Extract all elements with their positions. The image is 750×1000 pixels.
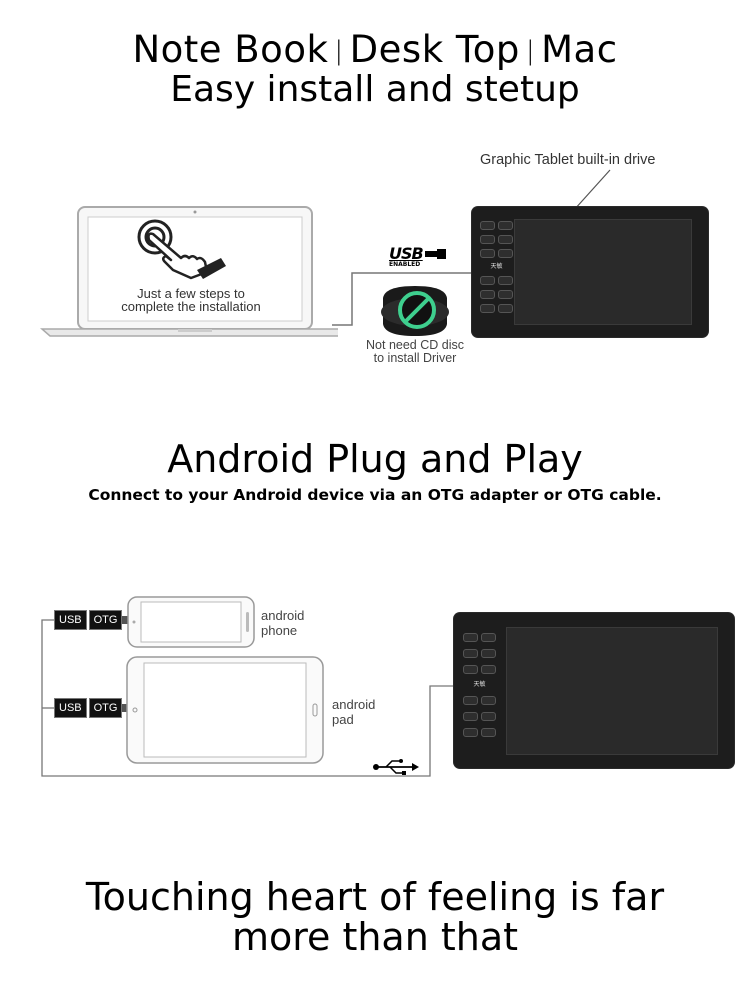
express-key: [463, 665, 478, 674]
graphic-tablet-1: 天敏: [472, 207, 708, 337]
express-key: [480, 304, 495, 313]
express-key: [498, 221, 513, 230]
express-key: [463, 712, 478, 721]
express-key: [463, 696, 478, 705]
header-title-line2: Easy install and stetup: [170, 69, 580, 110]
cd-note-line1: Not need CD disc: [366, 338, 464, 352]
header-desktop: Desk Top: [349, 28, 520, 71]
otg-plug: [122, 616, 129, 624]
callout-line: [573, 169, 611, 211]
usb-cable: [332, 272, 476, 326]
usb-plug-icon: [424, 248, 446, 259]
usb-tag: USB: [54, 610, 87, 630]
express-key: [463, 728, 478, 737]
android-subtitle: Connect to your Android device via an OT…: [88, 486, 662, 504]
graphic-tablet-2: 天敏: [454, 613, 734, 768]
header-notebook: Note Book: [132, 28, 329, 71]
otg-tag: OTG: [88, 698, 123, 718]
usb-enabled-logo: USB ENABLED: [389, 244, 447, 268]
express-key: [481, 728, 496, 737]
express-key: [481, 633, 496, 642]
express-key: [498, 249, 513, 258]
laptop-text-line2: complete the installation: [121, 299, 261, 314]
express-key: [480, 249, 495, 258]
android-pad-illustration: [126, 656, 324, 764]
android-title: Android Plug and Play: [167, 437, 583, 481]
usb-logo-text: USB: [389, 244, 424, 263]
usb-enabled-text: ENABLED: [389, 261, 421, 268]
footer-line1: Touching heart of feeling is far: [85, 875, 665, 919]
touch-hand-icon: [137, 219, 226, 280]
pad-label-line1: android: [332, 697, 376, 712]
tablet-2-brand: 天敏: [473, 681, 486, 688]
express-key: [481, 696, 496, 705]
express-key: [481, 712, 496, 721]
express-key: [480, 221, 495, 230]
express-key: [498, 276, 513, 285]
tablet-1-brand: 天敏: [490, 263, 503, 270]
otg-tag: OTG: [88, 610, 123, 630]
tablet-2-express-keys: 天敏: [463, 633, 496, 737]
tablet-2-active-area: [506, 627, 718, 755]
tablet-callout-label: Graphic Tablet built-in drive: [480, 152, 656, 168]
cd-note-line2: to install Driver: [373, 351, 457, 365]
express-key: [481, 665, 496, 674]
header-separator-1: |: [334, 36, 344, 66]
express-key: [481, 649, 496, 658]
usb-tag: USB: [54, 698, 87, 718]
tablet-1-express-keys: 天敏: [480, 221, 513, 313]
usb-symbol-icon: [373, 759, 419, 775]
phone-label-line1: android: [261, 608, 305, 623]
express-key: [498, 235, 513, 244]
otg-cable-lines: [41, 619, 454, 777]
phone-label-line2: phone: [261, 623, 298, 638]
header-title-line1: Note Book|Desk Top|Mac: [0, 30, 750, 74]
android-phone-illustration: [127, 596, 255, 648]
express-key: [463, 649, 478, 658]
express-key: [498, 290, 513, 299]
tablet-1-active-area: [514, 219, 692, 325]
footer-line2: more than that: [231, 915, 519, 959]
otg-plug: [122, 704, 129, 712]
express-key: [463, 633, 478, 642]
header-mac: Mac: [541, 28, 618, 71]
express-key: [480, 276, 495, 285]
express-key: [480, 235, 495, 244]
pad-label-line2: pad: [332, 712, 354, 727]
no-cd-drive-icon: [381, 286, 449, 336]
express-key: [480, 290, 495, 299]
laptop-text-line1: Just a few steps to: [137, 286, 245, 301]
header-separator-2: |: [525, 36, 536, 66]
express-key: [498, 304, 513, 313]
